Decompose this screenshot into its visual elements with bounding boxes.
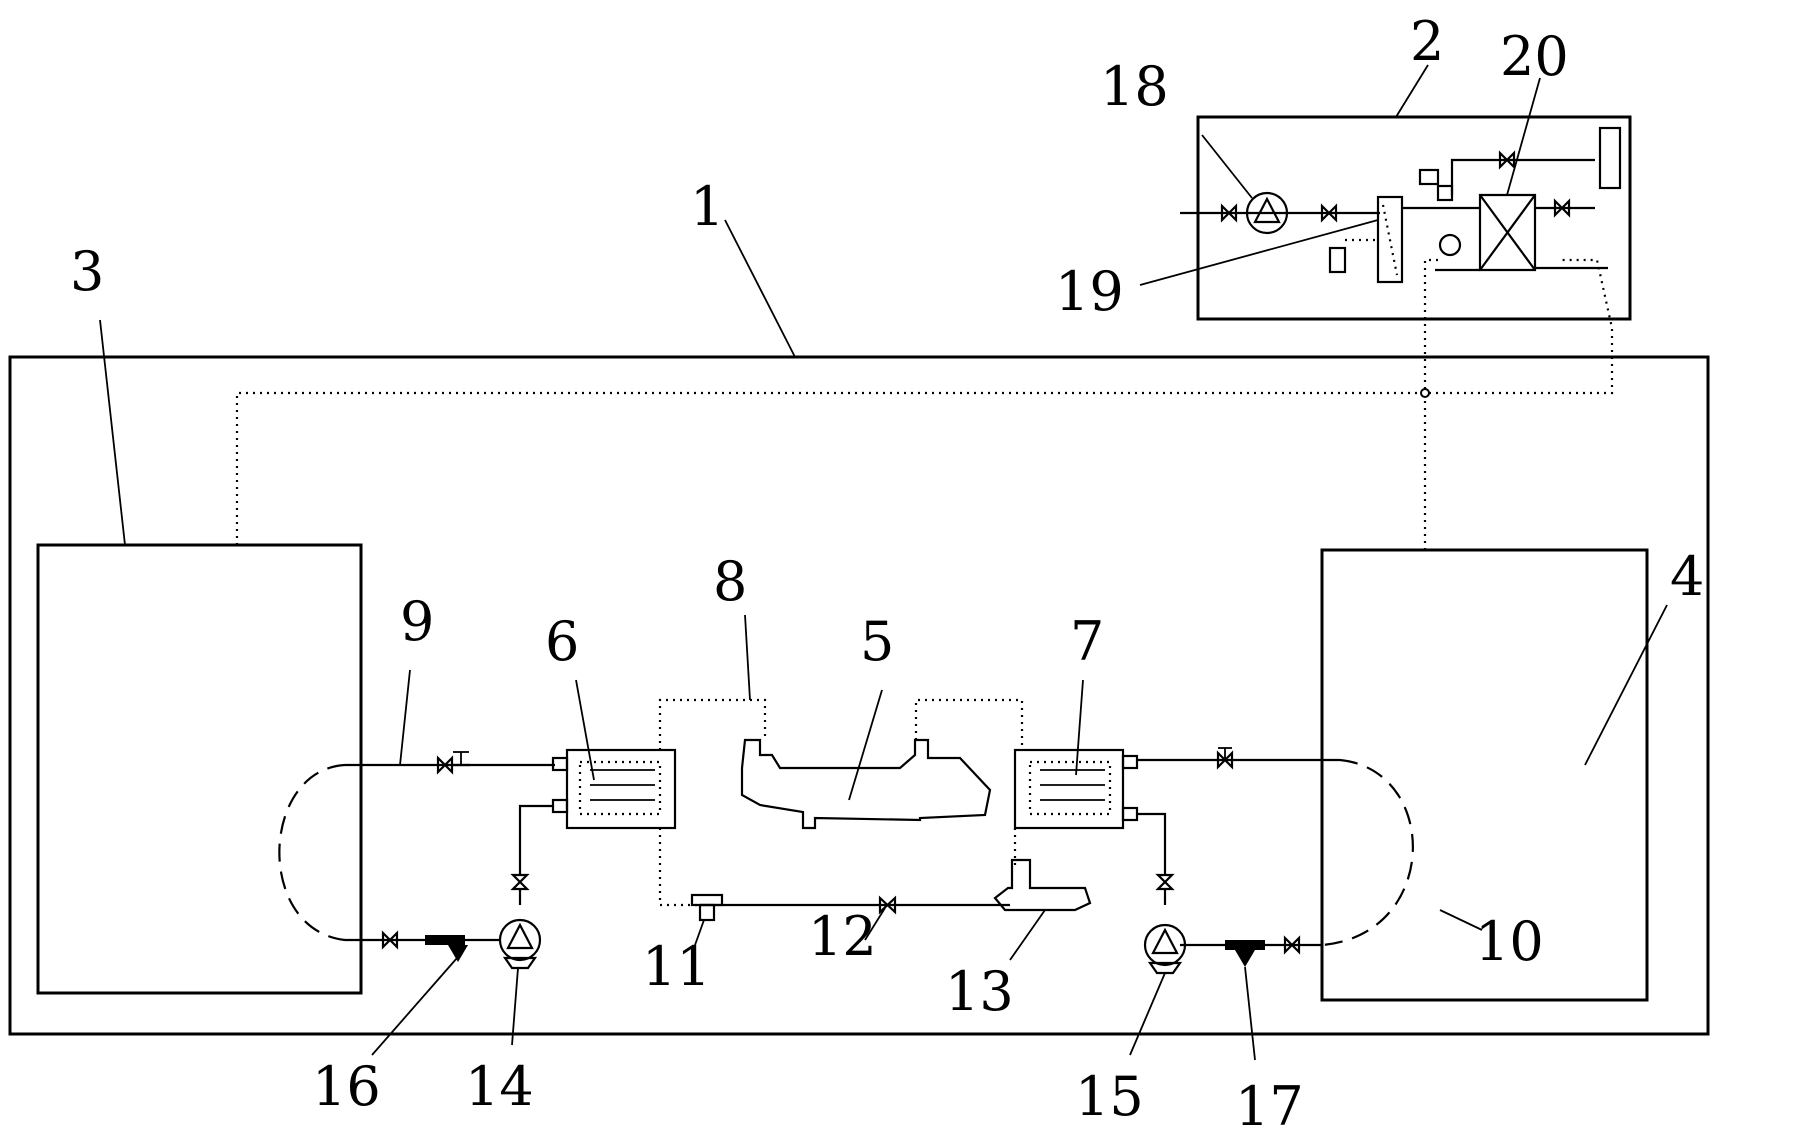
label-right-strainer: 17 xyxy=(1235,1075,1304,1138)
right-tank xyxy=(1320,548,1649,1002)
label-cross-exchanger: 20 xyxy=(1500,25,1569,88)
left-dashed-loop xyxy=(278,763,346,942)
control-box xyxy=(1196,115,1632,321)
label-left-tank: 3 xyxy=(70,240,104,303)
right-valve xyxy=(1283,935,1301,955)
label-right-loop: 10 xyxy=(1475,910,1544,973)
label-column: 19 xyxy=(1055,260,1124,323)
engine xyxy=(740,738,992,830)
label-right-exchanger: 7 xyxy=(1070,610,1104,673)
right-upper-pipe xyxy=(1137,747,1340,770)
left-lower-pipe xyxy=(345,804,553,942)
outer-frame xyxy=(8,355,1710,1036)
left-upper-pipe xyxy=(345,751,555,775)
left-exchanger xyxy=(551,748,677,830)
label-engine: 5 xyxy=(860,610,894,673)
right-pump xyxy=(1143,923,1187,975)
left-tank xyxy=(36,543,363,995)
dotted-main-line xyxy=(235,258,1614,550)
leader-lines xyxy=(99,64,1668,1061)
label-frame: 1 xyxy=(690,175,724,238)
label-oil-line: 8 xyxy=(713,550,747,613)
label-throttle: 12 xyxy=(808,905,877,968)
oil-line xyxy=(658,698,1024,907)
control-box-internals xyxy=(1180,126,1622,284)
label-oil-pan: 13 xyxy=(945,960,1014,1023)
right-strainer xyxy=(1225,940,1265,967)
left-strainer xyxy=(425,935,468,962)
filter-throttle-line xyxy=(690,893,1010,922)
label-left-pump: 14 xyxy=(465,1055,534,1118)
label-left-strainer: 16 xyxy=(312,1055,381,1118)
left-pump xyxy=(498,918,542,970)
label-control-box: 2 xyxy=(1410,10,1444,73)
label-feed-pump: 18 xyxy=(1100,55,1169,118)
label-filter: 11 xyxy=(642,935,711,998)
left-valve xyxy=(381,930,399,950)
label-right-pump: 15 xyxy=(1075,1065,1144,1128)
oil-pan xyxy=(993,858,1092,912)
right-exchanger xyxy=(1013,748,1139,830)
right-dashed-loop xyxy=(1321,758,1414,947)
label-right-tank: 4 xyxy=(1670,545,1704,608)
label-left-loop: 9 xyxy=(400,590,434,653)
label-left-exchanger: 6 xyxy=(545,610,579,673)
